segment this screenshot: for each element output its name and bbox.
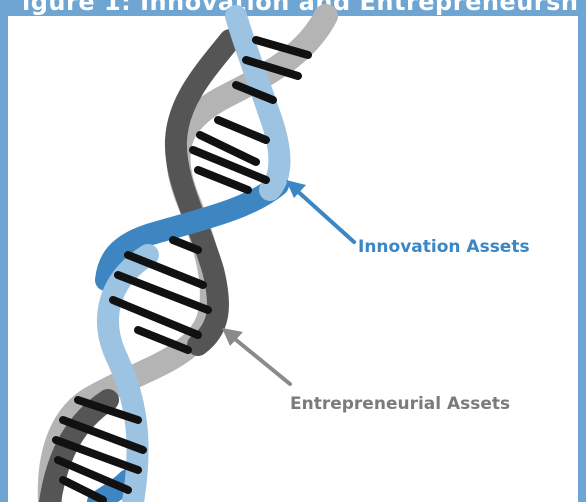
dna-helix-diagram (37, 4, 356, 502)
figure-header-bar: igure 1: Innovation and Entrepreneurship… (8, 0, 579, 16)
dna-rung (194, 166, 252, 194)
dna-rung (52, 436, 142, 474)
dna-rung (196, 131, 260, 166)
dna-rung (189, 146, 270, 184)
dna-rung (109, 296, 202, 339)
innovation-strand-light-blue (97, 5, 291, 502)
innovation-assets-label: Innovation Assets (358, 237, 530, 257)
dna-rung (169, 236, 202, 254)
dna-rung (252, 36, 312, 59)
dna-rung (242, 56, 302, 80)
dna-rung (59, 476, 107, 502)
innovation-arrow (286, 180, 356, 244)
dna-rung (232, 81, 277, 104)
dna-rung (54, 456, 132, 494)
dna-rung (124, 251, 207, 289)
entrepreneurial-arrow (222, 328, 292, 386)
dna-rungs (52, 36, 312, 502)
dna-rung (59, 416, 147, 454)
dna-rung (74, 396, 142, 424)
dna-rung (214, 116, 270, 144)
dna-rung (114, 271, 212, 314)
entrepreneurial-assets-label: Entrepreneurial Assets (290, 394, 511, 414)
figure-title: igure 1: Innovation and Entrepreneurship… (22, 0, 579, 16)
dna-rung (134, 326, 192, 354)
